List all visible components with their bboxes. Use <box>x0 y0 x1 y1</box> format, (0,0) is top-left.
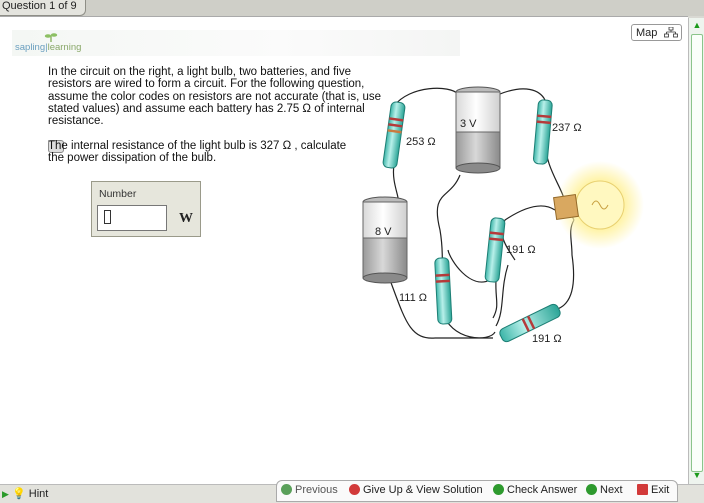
answer-box: Number W <box>91 181 201 237</box>
check-answer-button[interactable]: Check Answer <box>493 484 577 496</box>
tab-question-counter[interactable]: Question 1 of 9 <box>0 0 86 16</box>
resistor-right-label: 237 Ω <box>552 122 582 134</box>
chat-bubble-icon[interactable] <box>48 140 64 153</box>
resistor-left-label: 253 Ω <box>406 136 436 148</box>
hint-label: Hint <box>28 488 49 500</box>
scroll-down-arrow-icon[interactable]: ▼ <box>692 470 702 480</box>
next-arrow-icon <box>586 484 597 495</box>
sitemap-icon <box>664 27 678 38</box>
resistor-mid-label: 191 Ω <box>506 244 536 256</box>
check-answer-label: Check Answer <box>507 484 578 496</box>
battery-left: 8 V <box>362 196 408 284</box>
battery-top: 3 V <box>455 86 501 174</box>
resistor-mid <box>484 217 506 283</box>
resistor-lower-label: 111 Ω <box>399 292 427 304</box>
exit-label: Exit <box>651 484 670 496</box>
logo-text-learning: learning <box>47 42 82 53</box>
text-cursor <box>104 210 111 224</box>
answer-number-input[interactable] <box>97 205 167 231</box>
exit-door-icon <box>637 484 648 495</box>
question-navigation: Previous Give Up & View Solution Check A… <box>276 480 678 502</box>
sprout-icon <box>44 33 58 42</box>
sapling-learning-logo: sapling|learning <box>12 30 460 56</box>
circuit-diagram: 3 V 8 V 253 Ω 237 Ω 191 Ω 111 Ω 191 Ω <box>362 86 644 345</box>
battery-top-label: 3 V <box>460 118 477 130</box>
answer-label: Number <box>99 188 137 200</box>
previous-label: Previous <box>295 484 338 496</box>
question-paragraph-1: In the circuit on the right, a light bul… <box>48 66 382 128</box>
question-paragraph-2: The internal resistance of the light bul… <box>48 140 347 165</box>
resistor-left <box>382 101 406 169</box>
light-bulb <box>553 161 644 249</box>
give-up-label: Give Up & View Solution <box>363 484 483 496</box>
battery-left-label: 8 V <box>375 226 392 238</box>
previous-arrow-icon <box>281 484 292 495</box>
give-up-button[interactable]: Give Up & View Solution <box>349 484 483 496</box>
question-panel <box>0 16 688 485</box>
answer-unit: W <box>179 211 193 226</box>
scroll-up-arrow-icon[interactable]: ▲ <box>692 20 702 30</box>
next-label: Next <box>600 484 623 496</box>
resistor-bottom <box>499 303 561 343</box>
hint-button[interactable]: ▶ 💡 Hint <box>2 487 48 500</box>
map-button-label: Map <box>636 27 658 39</box>
resistor-bottom-label: 191 Ω <box>532 333 562 345</box>
next-button[interactable]: Next <box>586 484 623 496</box>
resistor-right <box>532 99 553 165</box>
map-button[interactable]: Map <box>631 24 682 41</box>
resistor-lower <box>434 257 453 325</box>
scroll-thumb[interactable] <box>691 34 703 472</box>
tab-bar: Question 1 of 9 <box>0 0 704 16</box>
exit-button[interactable]: Exit <box>637 484 669 496</box>
give-up-x-icon <box>349 484 360 495</box>
lightbulb-icon: 💡 <box>11 488 26 500</box>
vertical-scrollbar[interactable]: ▲ ▼ <box>688 18 704 484</box>
check-icon <box>493 484 504 495</box>
previous-button[interactable]: Previous <box>281 484 338 496</box>
logo-text-sapling: sapling <box>15 42 46 53</box>
hint-arrow-icon: ▶ <box>2 489 9 499</box>
